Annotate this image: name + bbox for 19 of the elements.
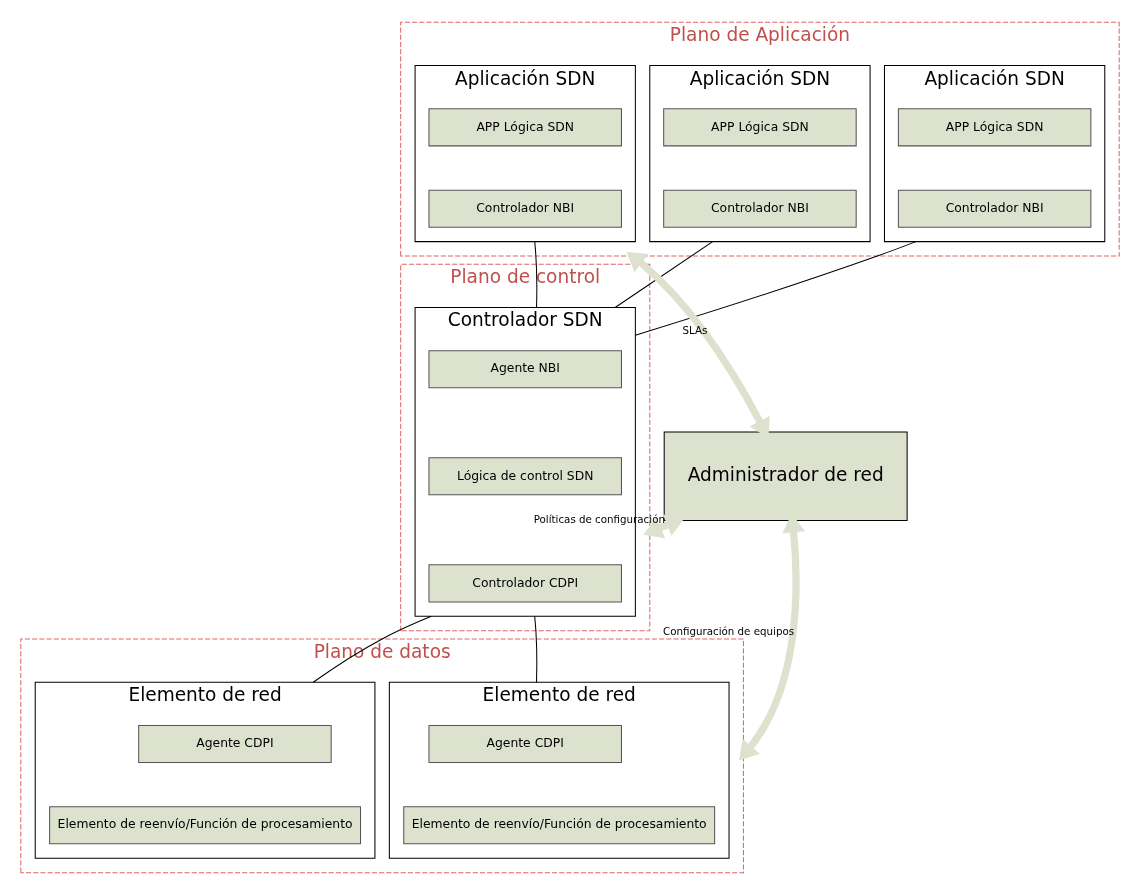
node-box: Agente NBI [428,349,622,388]
arrow [643,513,685,538]
node-box: Lógica de control SDN [428,456,622,495]
node-box: Controlador NBI [428,189,622,228]
node-box: Controlador NBI [663,189,857,228]
connector [534,240,538,308]
node-box: Administrador de red [663,431,908,521]
node-box: Agente CDPI [428,724,622,763]
node-box: Agente CDPI [138,724,332,763]
node-box: Elemento de reenvío/Función de procesamiento [49,805,362,844]
edge-label: SLAs [682,323,708,336]
edge-label: Configuración de equipos [662,624,795,637]
node-box: Controlador CDPI [428,563,622,602]
node-box: Controlador NBI [897,189,1092,228]
node-box: APP Lógica SDN [897,107,1092,146]
node-box: Elemento de reenvío/Función de procesamiento [403,805,716,844]
connector [534,615,538,683]
node-box: APP Lógica SDN [663,107,857,146]
node-box: APP Lógica SDN [428,107,622,146]
